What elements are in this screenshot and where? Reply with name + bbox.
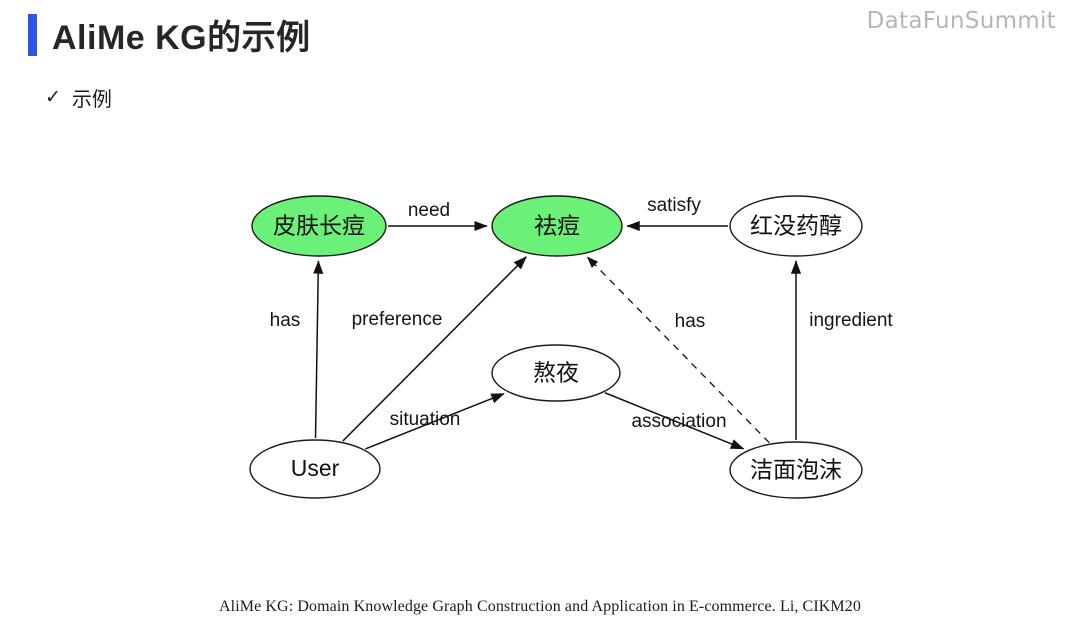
- graph-node-label-user: User: [291, 455, 340, 481]
- graph-edges: [313, 220, 802, 450]
- graph-edge-label-situation: situation: [390, 409, 461, 430]
- graph-node-bisabolol[interactable]: 红没药醇: [729, 195, 863, 257]
- page-title: AliMe KG的示例: [28, 10, 311, 59]
- graph-node-shape-skin: [251, 195, 387, 257]
- graph-node-foam[interactable]: 洁面泡沫: [729, 441, 863, 499]
- knowledge-graph-diagram: need satisfy has preference situation has ingr…: [0, 150, 1080, 550]
- graph-edge-label-has_user: has: [270, 310, 301, 331]
- graph-edge-has_foam: [586, 256, 770, 444]
- figure-caption: AliMe KG: Domain Knowledge Graph Constru…: [219, 598, 861, 615]
- bullet-item-label: 示例: [71, 89, 112, 111]
- graph-node-label-bisabolol: 红没药醇: [750, 214, 842, 240]
- graph-node-label-skin: 皮肤长痘: [273, 214, 365, 240]
- graph-edge-label-has_foam: has: [675, 311, 706, 332]
- graph-edge-labels: need satisfy has preference situation has ingr…: [270, 195, 894, 432]
- graph-edge-association: [604, 392, 745, 450]
- graph-edge-preference: [342, 256, 527, 442]
- graph-node-shape-foam: [729, 441, 863, 499]
- check-icon: ✓: [45, 87, 61, 108]
- page-title-text: AliMe KG的示例: [52, 19, 311, 57]
- graph-edge-label-satisfy: satisfy: [647, 195, 701, 216]
- graph-edge-situation: [365, 393, 505, 450]
- graph-node-acne_remove[interactable]: 祛痘: [491, 195, 623, 257]
- graph-node-user[interactable]: User: [249, 439, 381, 499]
- graph-node-shape-acne_remove: [491, 195, 623, 257]
- datafun-summit-logo: DataFunSummit: [866, 8, 1056, 34]
- title-accent-bar: [28, 13, 37, 56]
- graph-node-skin[interactable]: 皮肤长痘: [251, 195, 387, 257]
- graph-edge-has_user: [313, 260, 324, 439]
- bullet-item: ✓ 示例: [45, 83, 112, 112]
- graph-edge-label-need: need: [408, 200, 450, 221]
- graph-node-label-foam: 洁面泡沫: [750, 458, 842, 484]
- graph-edge-label-preference: preference: [352, 309, 443, 330]
- graph-node-shape-user: [249, 439, 381, 499]
- graph-node-shape-stay_up: [491, 344, 621, 402]
- graph-node-label-acne_remove: 祛痘: [534, 214, 580, 240]
- graph-edge-label-association: association: [631, 411, 726, 432]
- graph-node-stay_up[interactable]: 熬夜: [491, 344, 621, 402]
- graph-edge-label-ingredient: ingredient: [809, 310, 893, 331]
- graph-node-shape-bisabolol: [729, 195, 863, 257]
- graph-node-label-stay_up: 熬夜: [533, 361, 579, 387]
